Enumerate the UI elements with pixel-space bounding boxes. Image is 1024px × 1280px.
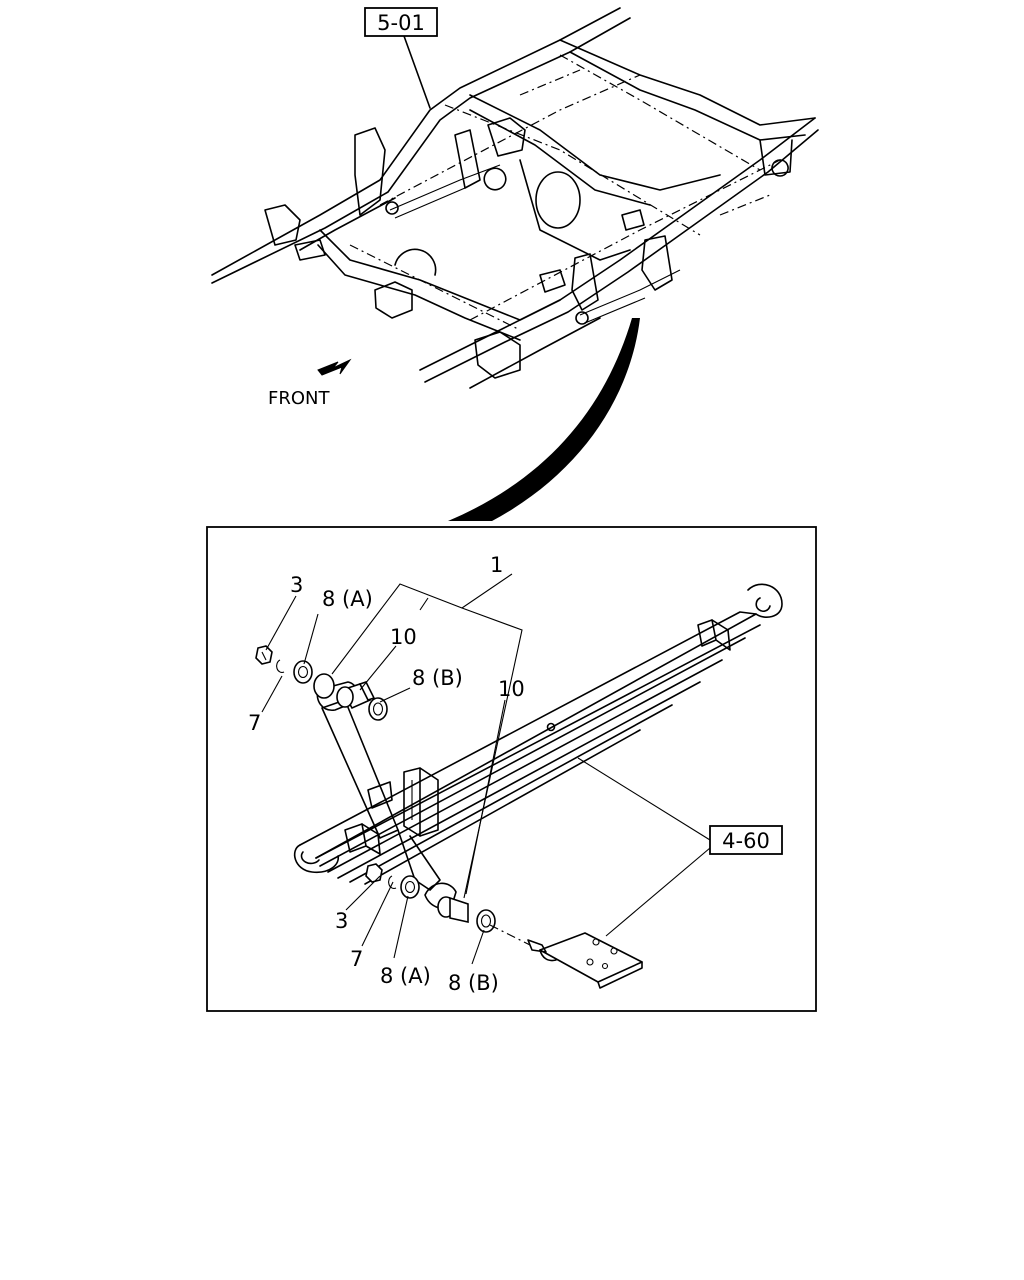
part-8b-top-label: 8 (B)	[412, 666, 463, 690]
part-8b-bottom-label: 8 (B)	[448, 971, 499, 995]
part-3-bottom-label: 3	[335, 909, 348, 933]
frame-ref-box	[364, 7, 438, 37]
vehicle-frame-illustration	[211, 7, 819, 389]
part-8a-top-label: 8 (A)	[322, 587, 373, 611]
spring-ref-box	[709, 825, 783, 855]
frame-ref-label: 5-01	[377, 11, 425, 35]
part-7-bottom-label: 7	[350, 947, 363, 971]
part-3-top-label: 3	[290, 573, 303, 597]
part-1-label: 1	[490, 553, 503, 577]
detail-connector	[448, 318, 640, 521]
part-7-top-label: 7	[248, 711, 261, 735]
spring-ref-label: 4-60	[722, 829, 770, 853]
part-10-right-label: 10	[498, 677, 525, 701]
front-label: FRONT	[268, 388, 330, 409]
part-10-left-label: 10	[390, 625, 417, 649]
part-8a-bottom-label: 8 (A)	[380, 964, 431, 988]
detail-frame	[206, 526, 817, 1012]
spring-shock-detail-illustration	[255, 573, 783, 989]
front-arrow-icon	[317, 358, 352, 376]
